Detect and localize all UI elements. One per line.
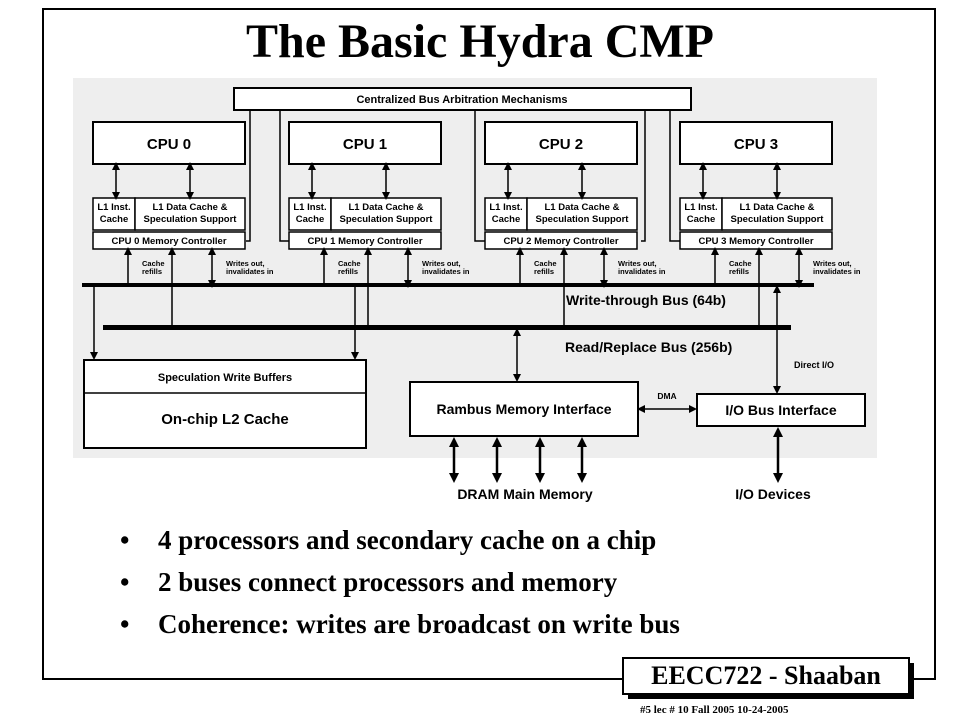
cpu-2-writes-out-1: Writes out, [618, 259, 657, 268]
cpu-2-cache-refills-1: Cache [534, 259, 557, 268]
io-bus-interface-block: I/O Bus Interface [696, 393, 866, 427]
cpu-3-box [679, 121, 833, 165]
cpu-1-controller-label: CPU 1 Memory Controller [307, 236, 422, 247]
cpu-2-l1d-box [526, 197, 638, 231]
cpu-0-box [92, 121, 246, 165]
rambus-interface-block: Rambus Memory Interface [409, 381, 639, 437]
cpu-1-l1i-line1: L1 Inst. [293, 202, 326, 213]
cpu-0-writes-out-1: Writes out, [226, 259, 265, 268]
cpu-2-controller-label: CPU 2 Memory Controller [503, 236, 618, 247]
cpu-0-cache-refills-1: Cache [142, 259, 165, 268]
write-through-bus [82, 283, 814, 287]
cpu-0-label: CPU 0 [147, 136, 191, 153]
cpu-3-l1d-line1: L1 Data Cache & [740, 202, 815, 213]
cpu-2-l1i-line1: L1 Inst. [489, 202, 522, 213]
cpu-0-l1i-line2: Cache [100, 214, 129, 225]
cpu-3-l1i-line1: L1 Inst. [684, 202, 717, 213]
slide-frame [42, 8, 936, 680]
slide-title: The Basic Hydra CMP [246, 15, 714, 68]
cpu-3-cache-refills-1: Cache [729, 259, 752, 268]
cpu-1-cache-refills-1: Cache [338, 259, 361, 268]
cpu-column-1: CPU 1 L1 Inst. Cache L1 Data Cache & Spe… [288, 121, 470, 326]
spec-buffers-label: Speculation Write Buffers [158, 372, 292, 384]
cpu-column-3: CPU 3 L1 Inst. Cache L1 Data Cache & Spe… [679, 121, 861, 326]
cpu-2-l1i-line2: Cache [492, 214, 521, 225]
dma-label: DMA [657, 391, 676, 401]
bullet-item: • Coherence: writes are broadcast on wri… [118, 606, 680, 648]
write-bus-label: Write-through Bus (64b) [566, 292, 726, 308]
cpu-0-controller-label: CPU 0 Memory Controller [111, 236, 226, 247]
cpu-1-box [288, 121, 442, 165]
bullet-item: • 4 processors and secondary cache on a … [118, 522, 680, 564]
arbitration-box: Centralized Bus Arbitration Mechanisms [233, 87, 692, 111]
dram-links [449, 437, 587, 483]
course-logo: EECC722 - Shaaban [622, 657, 914, 699]
io-bus-label: I/O Bus Interface [725, 402, 836, 418]
l2-cache-block: Speculation Write Buffers On-chip L2 Cac… [83, 359, 367, 449]
dram-label: DRAM Main Memory [457, 486, 593, 502]
cpu-0-l1i-box [92, 197, 136, 231]
bullet-dot: • [120, 609, 130, 639]
l2-cache-label: On-chip L2 Cache [161, 411, 289, 428]
read-replace-bus [103, 325, 791, 330]
cpu-3-writes-out-1: Writes out, [813, 259, 852, 268]
bullet-text: 4 processors and secondary cache on a ch… [158, 525, 657, 555]
cpu-2-cache-refills-2: refills [534, 267, 554, 276]
cpu-0-l1d-box [134, 197, 246, 231]
cpu-0-l1d-line1: L1 Data Cache & [153, 202, 228, 213]
bullet-item: • 2 buses connect processors and memory [118, 564, 680, 606]
slide-footer: #5 lec # 10 Fall 2005 10-24-2005 [640, 704, 789, 716]
io-devices-label: I/O Devices [735, 486, 811, 502]
logo-text: EECC722 - Shaaban [622, 657, 910, 695]
read-bus-label: Read/Replace Bus (256b) [565, 339, 732, 355]
rambus-label: Rambus Memory Interface [436, 401, 611, 417]
arbitration-lines [246, 110, 680, 242]
cpu-1-cache-refills-2: refills [338, 267, 358, 276]
bullet-list: • 4 processors and secondary cache on a … [118, 522, 680, 648]
cpu-2-box [484, 121, 638, 165]
cpu-3-controller-label: CPU 3 Memory Controller [698, 236, 813, 247]
cpu-2-l1d-line1: L1 Data Cache & [545, 202, 620, 213]
cpu-3-l1i-line2: Cache [687, 214, 716, 225]
cpu-2-writes-out-2: invalidates in [618, 267, 666, 276]
cpu-column-2: CPU 2 L1 Inst. Cache L1 Data Cache & Spe… [484, 121, 666, 326]
cpu-1-writes-out-1: Writes out, [422, 259, 461, 268]
bullet-dot: • [120, 567, 130, 597]
cpu-0-writes-out-2: invalidates in [226, 267, 274, 276]
cpu-1-l1d-line2: Speculation Support [340, 214, 434, 225]
cpu-1-l1d-line1: L1 Data Cache & [349, 202, 424, 213]
cpu-3-l1d-line2: Speculation Support [731, 214, 825, 225]
cpu-0-l1d-line2: Speculation Support [144, 214, 238, 225]
cpu-3-writes-out-2: invalidates in [813, 267, 861, 276]
cpu-3-l1i-box [679, 197, 723, 231]
cpu-0-l1i-line1: L1 Inst. [97, 202, 130, 213]
direct-io-label: Direct I/O [794, 360, 834, 370]
cpu-3-cache-refills-2: refills [729, 267, 749, 276]
arbitration-label: Centralized Bus Arbitration Mechanisms [356, 94, 567, 106]
bullet-text: 2 buses connect processors and memory [158, 567, 618, 597]
cpu-3-label: CPU 3 [734, 136, 778, 153]
cpu-0-cache-refills-2: refills [142, 267, 162, 276]
cpu-1-l1i-line2: Cache [296, 214, 325, 225]
bullet-text: Coherence: writes are broadcast on write… [158, 609, 680, 639]
cpu-1-writes-out-2: invalidates in [422, 267, 470, 276]
bullet-dot: • [120, 525, 130, 555]
cpu-column-0: CPU 0 L1 Inst. Cache L1 Data Cache & Spe… [92, 121, 274, 326]
cpu-2-label: CPU 2 [539, 136, 583, 153]
cpu-2-l1d-line2: Speculation Support [536, 214, 630, 225]
cpu-1-label: CPU 1 [343, 136, 387, 153]
